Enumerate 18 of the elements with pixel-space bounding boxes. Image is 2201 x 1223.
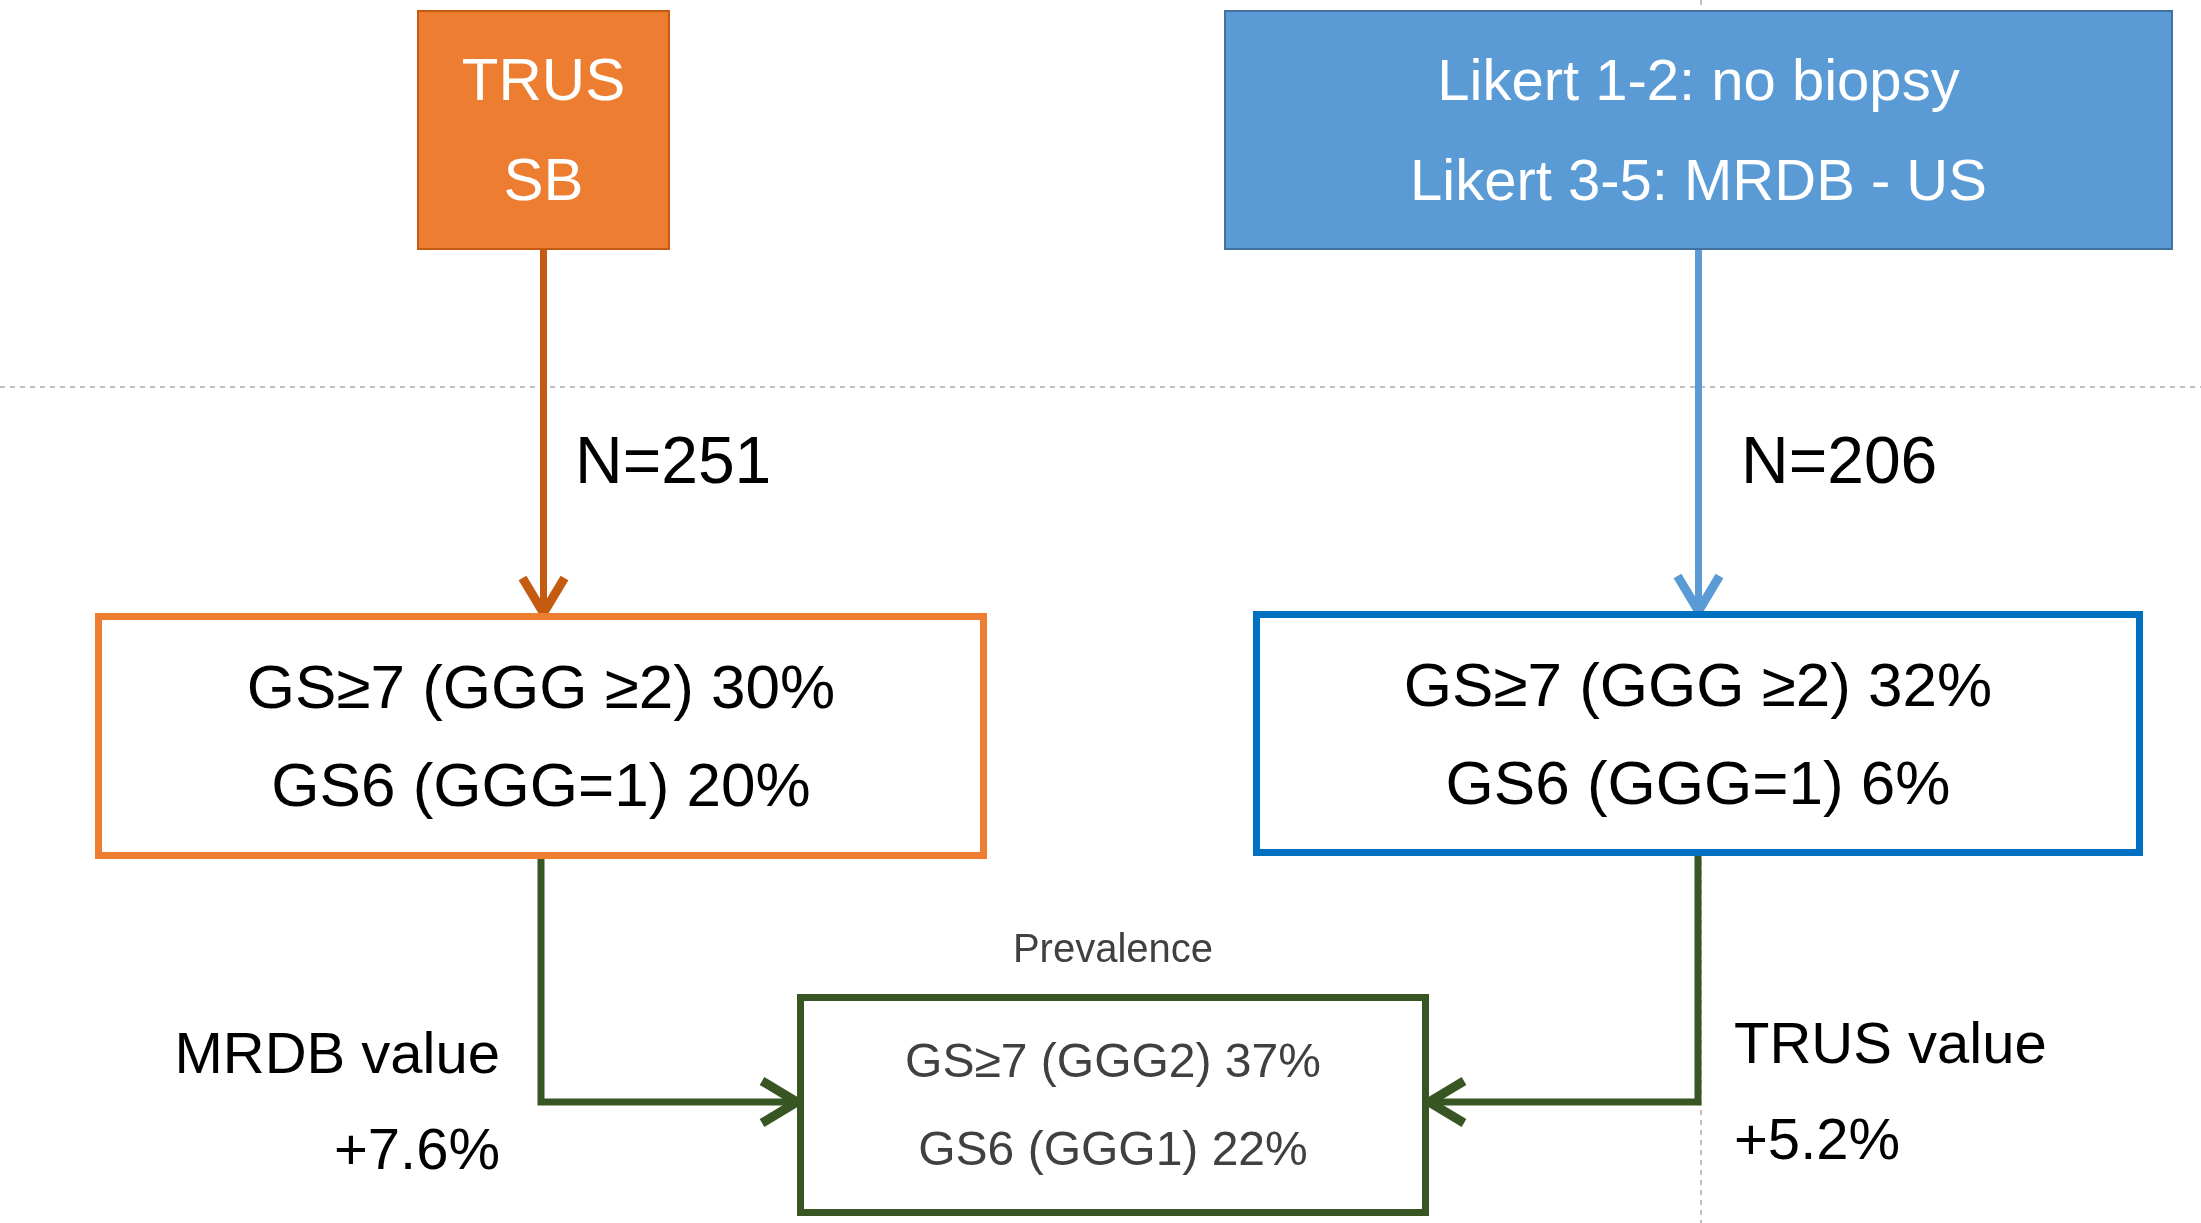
box-text: GS≥7 (GGG2) 37%	[905, 1033, 1321, 1089]
box-heading: Prevalence	[1011, 925, 1215, 972]
edge-label: TRUS value +5.2%	[1734, 1009, 2048, 1173]
box-text: GS6 (GGG=1) 6%	[1445, 746, 1951, 819]
box-text: Likert 1-2: no biopsy	[1437, 46, 1960, 114]
edge-label: MRDB value +7.6%	[173, 1019, 500, 1183]
edge-label: N=251	[575, 422, 772, 499]
process-box	[1253, 611, 2143, 856]
box-text: GS≥7 (GGG ≥2) 30%	[246, 651, 836, 723]
box-text: TRUS SB	[461, 45, 626, 215]
process-box	[1224, 10, 2173, 250]
process-box	[95, 613, 987, 859]
edge-label: N=206	[1741, 422, 1938, 499]
box-text: GS6 (GGG=1) 20%	[271, 749, 811, 821]
box-text: Likert 3-5: MRDB - US	[1410, 146, 1987, 214]
process-box	[417, 10, 670, 250]
box-text: GS6 (GGG1) 22%	[918, 1121, 1308, 1177]
box-text: GS≥7 (GGG ≥2) 32%	[1403, 648, 1993, 721]
